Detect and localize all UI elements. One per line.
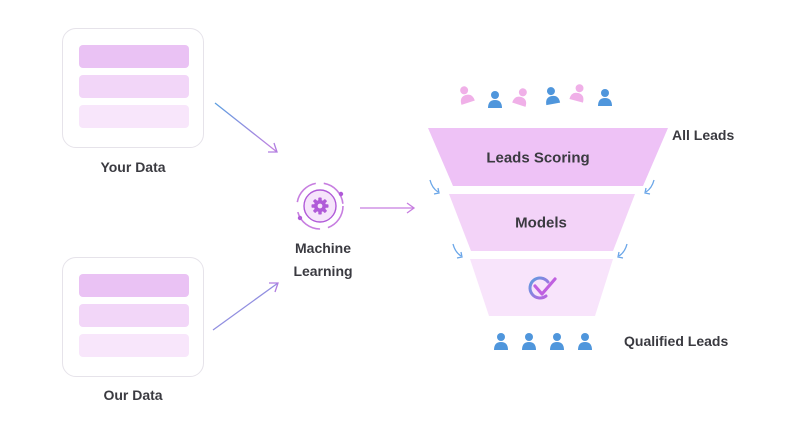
ml-to-funnel-arrow [360,202,416,214]
your-data-card [62,28,204,148]
person-icon [598,89,612,106]
person-icon [578,333,592,350]
person-icon [460,86,475,105]
data-row [79,274,189,297]
gear-icon [296,182,344,230]
data-row [79,105,189,128]
data-row [79,304,189,327]
person-icon [546,87,561,106]
your-data-arrow [214,102,278,153]
your-data-label: Your Data [100,159,166,175]
ml-label-line1: Machine [294,240,352,256]
our-data-arrow [212,282,279,331]
funnel-side-arrows [429,179,655,259]
funnel-stage-2 [449,194,635,251]
person-icon [550,333,564,350]
qualified-leads-label: Qualified Leads [624,333,729,349]
ml-label-line2: Learning [293,263,353,279]
data-row [79,334,189,357]
our-data-label: Our Data [103,387,163,403]
all-leads-label: All Leads [672,127,735,143]
person-icon [488,91,502,108]
person-icon [569,84,584,103]
funnel-stage-2-label: Models [515,214,567,232]
person-icon [522,333,536,350]
our-data-card [62,257,204,377]
funnel-stage-3 [470,259,613,316]
qualified-leads-people [494,333,592,350]
all-leads-people [460,84,612,108]
data-row [79,75,189,98]
data-row [79,45,189,68]
checkmark-icon [528,276,557,300]
person-icon [512,88,527,107]
funnel-stage-1-label: Leads Scoring [486,149,590,167]
person-icon [494,333,508,350]
funnel-stage-1 [428,128,668,186]
